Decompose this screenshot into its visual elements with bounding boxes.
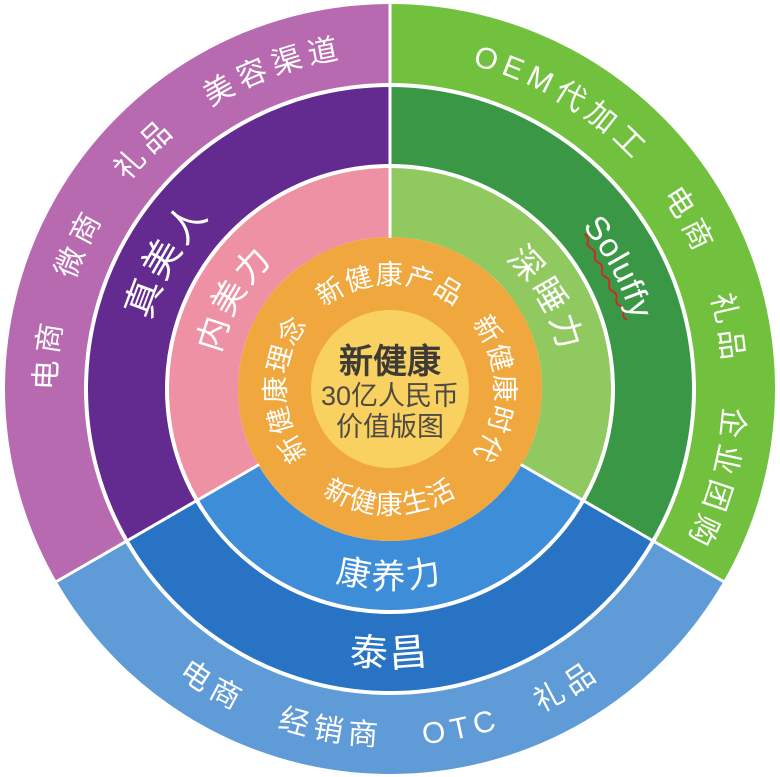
inner-orange-ring xyxy=(238,237,542,541)
sleep-outer-ring-arc xyxy=(389,4,775,582)
sector-divider-right xyxy=(520,463,730,586)
wellness-brand-label: 泰昌 xyxy=(348,631,431,676)
sleep-brand-ring-arc xyxy=(389,87,692,540)
wellness-power-text: 康养力 xyxy=(333,552,443,596)
beauty-power-ring-arc xyxy=(169,168,391,500)
wellness-brand-text: 泰昌 xyxy=(348,631,428,676)
beauty-brand-ring-arc xyxy=(88,87,391,540)
beauty-outer-ring-arc xyxy=(5,4,391,582)
wellness-power-ring-arc xyxy=(198,464,582,610)
sector-divider-left xyxy=(50,463,260,586)
center-subtitle-value: 30亿人民币 xyxy=(321,381,459,411)
soluffy-spellcheck-underline-icon xyxy=(583,233,628,321)
wellness-power-label: 康养力 xyxy=(333,552,446,596)
center-title: 新健康 xyxy=(339,342,441,381)
sleep-power-ring-arc xyxy=(389,168,611,500)
wellness-brand-ring-arc xyxy=(128,501,652,691)
center-circle xyxy=(311,310,469,468)
center-subtitle-map: 价值版图 xyxy=(336,412,444,442)
wellness-outer-ring-arc xyxy=(56,541,724,774)
